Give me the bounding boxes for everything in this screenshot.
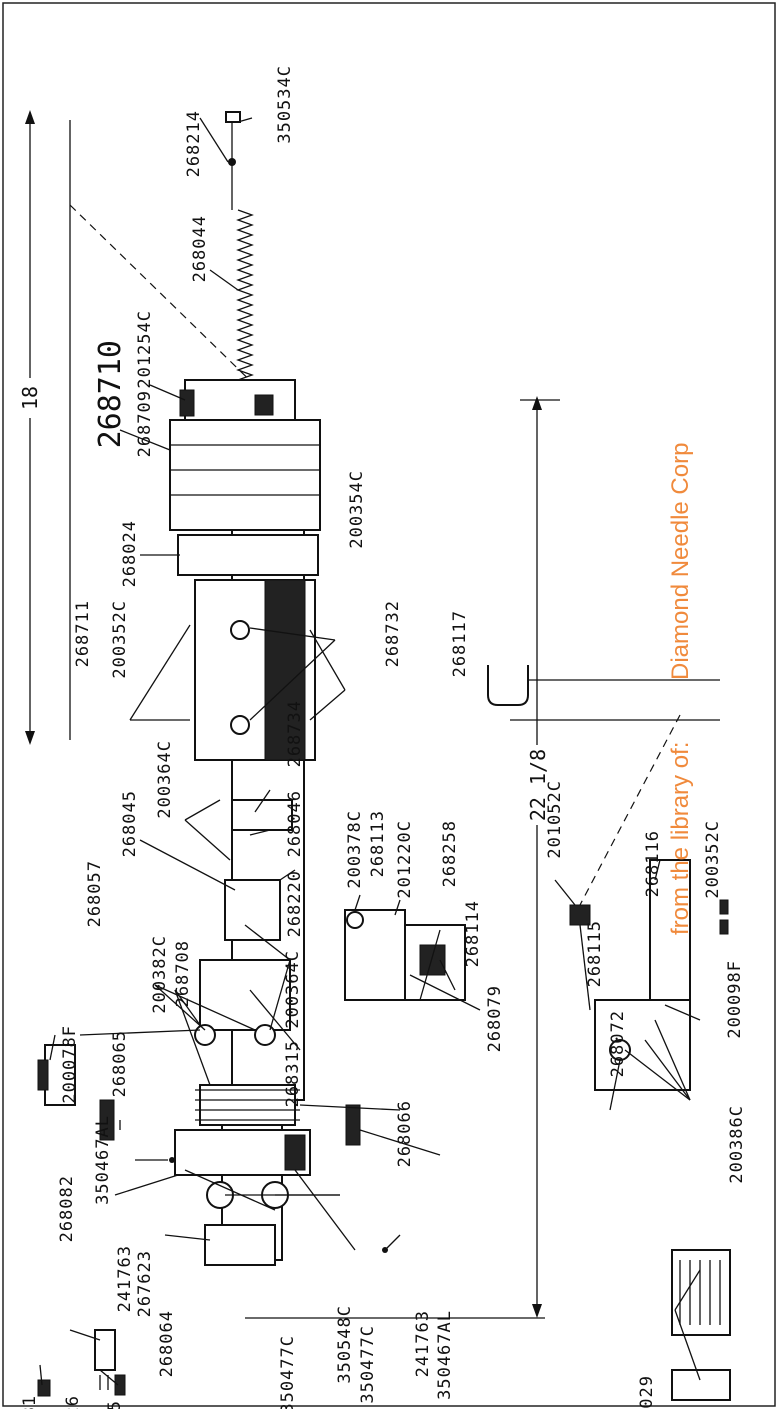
label-200378C: 200378C xyxy=(345,810,365,889)
label-350534C: 350534C xyxy=(275,65,295,144)
label-200352C-a: 200352C xyxy=(110,600,130,679)
label-200098F: 200098F xyxy=(725,960,745,1039)
label-268057: 268057 xyxy=(85,860,105,927)
label-268082: 268082 xyxy=(57,1175,77,1242)
label-268029: 268029 xyxy=(637,1375,657,1409)
label-350467AL-a: 350467AL xyxy=(93,1115,113,1205)
label-200386C: 200386C xyxy=(727,1105,747,1184)
cams-268732 xyxy=(194,579,316,761)
label-350548C: 350548C xyxy=(335,1305,355,1384)
sleeve-268708 xyxy=(194,959,291,1046)
label-201052C: 201052C xyxy=(545,780,565,859)
watermark-text: Diamond Needle Corp xyxy=(667,443,694,680)
label-270026: 270026 xyxy=(63,1395,83,1409)
labels: 268214 350534C 268044 201254C 268710 268… xyxy=(20,65,747,1409)
bushings-268029 xyxy=(671,1249,731,1401)
collar-268734 xyxy=(231,799,293,831)
label-268220: 268220 xyxy=(285,870,305,937)
disc-268024 xyxy=(177,534,319,576)
label-240245: 240245 xyxy=(105,1400,125,1409)
label-201254C: 201254C xyxy=(135,310,155,389)
dimension-22-1-8: 22 1/8 xyxy=(245,396,560,1319)
label-200382C: 200382C xyxy=(150,935,170,1014)
label-268258: 268258 xyxy=(440,820,460,887)
label-268708: 268708 xyxy=(173,940,193,1007)
label-268064: 268064 xyxy=(157,1310,177,1377)
hub-268064 xyxy=(204,1224,276,1266)
watermark: from the library of: Diamond Needle Corp xyxy=(667,443,694,935)
dimension-18-label: 18 xyxy=(18,386,42,410)
sub-assembly-268116 xyxy=(569,859,729,1091)
label-268214: 268214 xyxy=(184,110,204,177)
cam-268709 xyxy=(169,379,321,531)
label-201220C: 201220C xyxy=(395,820,415,899)
label-268734: 268734 xyxy=(285,700,305,767)
label-268117: 268117 xyxy=(450,610,470,677)
label-268711: 268711 xyxy=(73,600,93,667)
sub-assembly-268113 xyxy=(344,909,466,1001)
ball-241763-a xyxy=(169,1157,175,1163)
label-268732: 268732 xyxy=(383,600,403,667)
label-268115: 268115 xyxy=(585,920,605,987)
label-200352C-b: 200352C xyxy=(703,820,723,899)
label-268072: 268072 xyxy=(608,1010,628,1077)
label-268044: 268044 xyxy=(190,215,210,282)
label-241763-a: 241763 xyxy=(115,1245,135,1312)
flange-268065 xyxy=(174,1129,311,1209)
label-350467AL-b: 350467AL xyxy=(435,1310,455,1400)
label-350477C-b: 350477C xyxy=(358,1325,378,1404)
screw-350467AL-a xyxy=(99,1099,115,1141)
label-268709: 268709 xyxy=(135,390,155,457)
label-268045: 268045 xyxy=(120,790,140,857)
label-268081: 268081 xyxy=(20,1395,40,1409)
label-268113: 268113 xyxy=(368,810,388,877)
label-268066: 268066 xyxy=(395,1100,415,1167)
screw-350467AL-b xyxy=(345,1104,361,1146)
part-268082 xyxy=(37,1044,76,1106)
bracket-268117 xyxy=(487,665,529,706)
label-267623: 267623 xyxy=(135,1250,155,1317)
label-268116: 268116 xyxy=(643,830,663,897)
label-assembly-268710: 268710 xyxy=(93,340,128,448)
label-241763-b: 241763 xyxy=(413,1310,433,1377)
label-268065: 268065 xyxy=(110,1030,130,1097)
label-200364C-b: 200364C xyxy=(283,950,303,1029)
watermark-prefix: from the library of: xyxy=(667,742,694,935)
label-268079: 268079 xyxy=(485,985,505,1052)
label-350477C-a: 350477C xyxy=(278,1335,298,1409)
label-268315: 268315 xyxy=(283,1040,303,1107)
label-268046: 268046 xyxy=(285,790,305,857)
part-240245 xyxy=(114,1374,126,1396)
gear-268315 xyxy=(195,1084,300,1126)
dimension-22-1-8-label: 22 1/8 xyxy=(526,749,550,821)
label-200364C-a: 200364C xyxy=(155,740,175,819)
label-200078F: 200078F xyxy=(60,1025,80,1104)
label-268024: 268024 xyxy=(120,520,140,587)
label-268114: 268114 xyxy=(463,900,483,967)
label-200354C: 200354C xyxy=(347,470,367,549)
part-268081 xyxy=(37,1379,51,1397)
dimension-18: 18 xyxy=(18,110,71,745)
